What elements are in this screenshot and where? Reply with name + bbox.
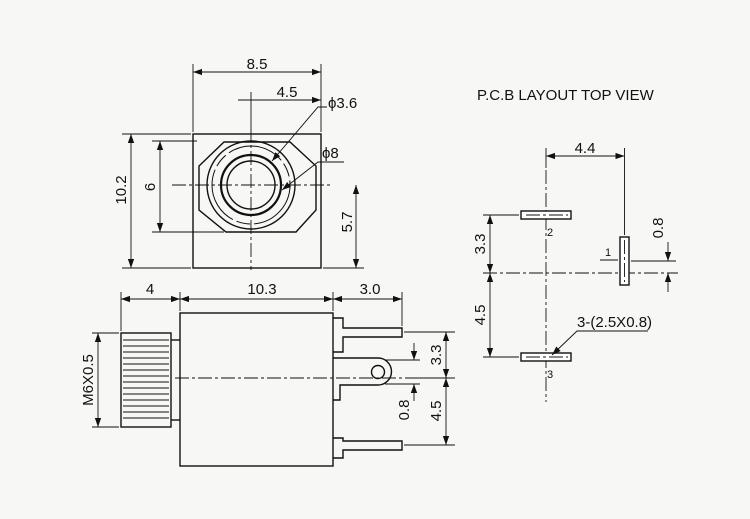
thread-spec-label: M6X0.5 [80,354,97,406]
dim-pad-width-label: 0.8 [650,218,667,239]
pin-top [333,317,403,353]
dim-pin-offset-label: 3.3 [428,345,445,366]
front-view: 8.5 4.5 ϕ3.6 ϕ8 10.2 6 5.7 [113,56,364,270]
front-body-outline [192,133,322,269]
dim-height-label: 10.2 [113,175,130,204]
side-body-outline [179,312,334,467]
side-view: 4 10.3 3.0 M6X0.5 3.3 4.5 0.8 [80,281,455,467]
dim-pad-spacing-x-label: 4.4 [575,140,596,157]
pin-label-3: 3 [547,369,553,381]
dim-thread-length-label: 4 [146,281,154,298]
dim-body-length-label: 10.3 [247,281,276,298]
dim-hole-offset-label: 4.5 [277,84,298,101]
front-ring-outline [198,141,317,233]
pin-middle [333,357,393,401]
dim-center-height-label: 5.7 [339,212,356,233]
pin-label-1: 1 [605,247,611,259]
pad-callout-label: 3-(2.5X0.8) [577,314,652,331]
pin-bottom [333,437,403,459]
pin-label-2: 2 [547,227,553,239]
dim-pin-thickness-label: 0.8 [396,400,413,421]
dim-pad-offset-top-label: 3.3 [472,234,489,255]
dim-width-label: 8.5 [247,56,268,73]
pcb-layout: P.C.B LAYOUT TOP VIEW 1 2 3 4.4 3.3 4.5 … [472,87,678,402]
inner-diameter-label: ϕ3.6 [328,95,357,112]
dim-pin-length-label: 3.0 [360,281,381,298]
pin-hole [370,364,386,380]
outer-diameter-label: ϕ8 [322,145,339,162]
thread-lines [123,339,169,419]
leader-inner-diameter [271,106,327,162]
dim-pin-spacing-label: 4.5 [428,401,445,422]
dim-pad-offset-bottom-label: 4.5 [472,305,489,326]
thread-outline [120,332,172,428]
leader-outer-diameter [281,161,344,191]
pcb-layout-title: P.C.B LAYOUT TOP VIEW [477,87,655,104]
pad-callout-leader [551,330,648,356]
dim-ring-height-label: 6 [142,183,159,191]
pad-1 [619,236,630,286]
